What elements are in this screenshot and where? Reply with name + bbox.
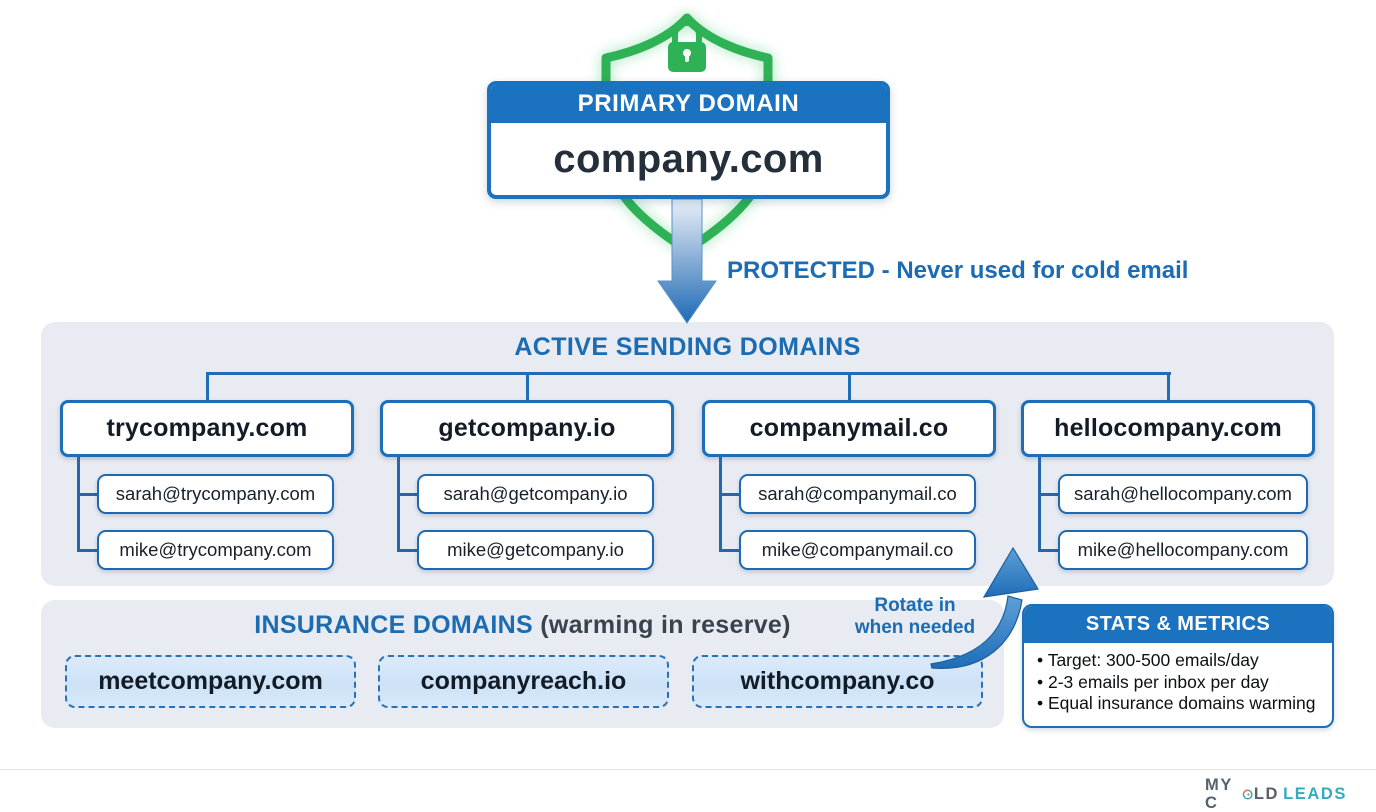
inbox-connector-stub xyxy=(719,492,740,496)
stats-list: Target: 300-500 emails/day2-3 emails per… xyxy=(1024,650,1332,715)
sending-domain-box: getcompany.io xyxy=(380,400,674,457)
domain-column: getcompany.io sarah@getcompany.io mike@get… xyxy=(380,322,674,586)
inbox-box: sarah@companymail.co xyxy=(739,474,976,514)
primary-domain-name: company.com xyxy=(553,136,824,181)
active-sending-section: ACTIVE SENDING DOMAINS trycompany.com sar… xyxy=(41,322,1334,586)
inbox-connector-rail xyxy=(77,457,80,551)
stats-item: 2-3 emails per inbox per day xyxy=(1037,672,1324,694)
tree-connector-horizontal xyxy=(207,372,1171,375)
inbox-connector-stub xyxy=(77,548,98,552)
inbox-connector-stub xyxy=(1038,548,1059,552)
inbox-box: mike@companymail.co xyxy=(739,530,976,570)
curved-up-arrow-icon xyxy=(930,546,1039,669)
inbox-box: mike@trycompany.com xyxy=(97,530,334,570)
inbox-connector-stub xyxy=(397,548,418,552)
active-section-title: ACTIVE SENDING DOMAINS xyxy=(514,333,861,361)
sending-domain-box: trycompany.com xyxy=(60,400,354,457)
sending-domain-box: hellocompany.com xyxy=(1021,400,1315,457)
brand-logo: MY C LD LEADS Effortless Lead Generation… xyxy=(1205,776,1347,812)
lock-icon xyxy=(668,20,706,72)
insurance-title-sub: (warming in reserve) xyxy=(540,611,791,639)
tree-connector-vertical xyxy=(525,372,529,401)
inbox-connector-rail xyxy=(719,457,722,551)
inbox-box: sarah@trycompany.com xyxy=(97,474,334,514)
inbox-connector-stub xyxy=(719,548,740,552)
logo-part1: MY C xyxy=(1205,776,1233,812)
tree-connector-vertical xyxy=(205,372,209,401)
domain-column: trycompany.com sarah@trycompany.com mike@t… xyxy=(60,322,354,586)
logo-part3: LEADS xyxy=(1283,785,1347,803)
insurance-domain-box: withcompany.co xyxy=(692,655,983,708)
protected-note: PROTECTED - Never used for cold email xyxy=(727,257,1189,284)
inbox-box: sarah@hellocompany.com xyxy=(1058,474,1308,514)
brand-logo-wordmark: MY C LD LEADS xyxy=(1205,776,1347,812)
rotate-note-line1: Rotate in xyxy=(874,595,956,616)
sending-domain-box: companymail.co xyxy=(702,400,996,457)
rotate-note-line2: when needed xyxy=(854,617,976,638)
tree-connector-vertical xyxy=(1166,372,1170,401)
domain-column: companymail.co sarah@companymail.co mike@c… xyxy=(702,322,996,586)
footer-divider xyxy=(0,769,1376,770)
inbox-connector-stub xyxy=(77,492,98,496)
stats-box-header: STATS & METRICS xyxy=(1024,606,1332,643)
stats-item: Target: 300-500 emails/day xyxy=(1037,650,1324,672)
inbox-connector-rail xyxy=(397,457,400,551)
inbox-connector-rail xyxy=(1038,457,1041,551)
inbox-box: mike@getcompany.io xyxy=(417,530,654,570)
primary-domain-card: PRIMARY DOMAIN company.com xyxy=(487,81,890,199)
down-arrow-icon xyxy=(657,199,717,324)
rotate-note: Rotate in when needed xyxy=(845,595,985,639)
insurance-domain-box: meetcompany.com xyxy=(65,655,356,708)
inbox-connector-stub xyxy=(1038,492,1059,496)
logo-o-ring-icon xyxy=(1242,788,1253,799)
inbox-box: sarah@getcompany.io xyxy=(417,474,654,514)
inbox-connector-stub xyxy=(397,492,418,496)
primary-domain-header: PRIMARY DOMAIN xyxy=(491,85,886,123)
insurance-title-main: INSURANCE DOMAINS xyxy=(254,611,533,639)
domain-column: hellocompany.com sarah@hellocompany.com mi… xyxy=(1021,322,1315,586)
insurance-section-title: INSURANCE DOMAINS (warming in reserve) xyxy=(41,611,1004,640)
insurance-section: INSURANCE DOMAINS (warming in reserve) m… xyxy=(41,600,1004,728)
stats-box: STATS & METRICS Target: 300-500 emails/d… xyxy=(1022,604,1334,728)
stats-item: Equal insurance domains warming xyxy=(1037,693,1324,715)
inbox-box: mike@hellocompany.com xyxy=(1058,530,1308,570)
logo-part2: LD xyxy=(1253,785,1280,803)
insurance-domain-box: companyreach.io xyxy=(378,655,669,708)
tree-connector-vertical xyxy=(847,372,851,401)
